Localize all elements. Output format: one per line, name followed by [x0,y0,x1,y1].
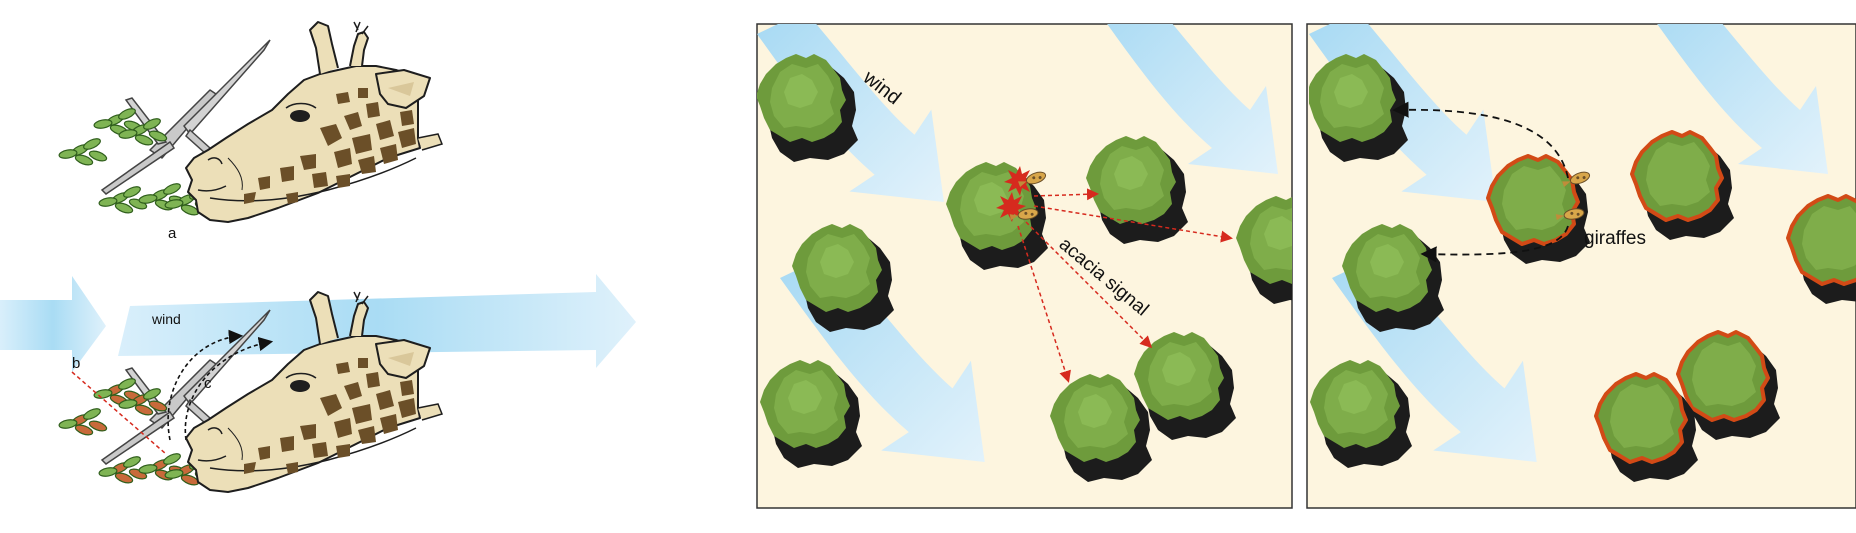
giraffe-illustration-top: a [57,21,443,242]
wind-arrow-long [118,274,636,368]
giraffe-illustration-bottom: wind b c [0,274,636,493]
giraffe-movement-arrows [1392,101,1569,263]
label-a: a [168,225,177,242]
giraffe-head-top [185,21,443,223]
label-giraffes: giraffes [1584,228,1646,249]
volatile-arrow-2 [184,336,274,441]
label-c: c [204,375,212,392]
label-b: b [72,355,80,372]
map-panel-signal: wind ac [756,23,1293,509]
signal-arrows [1017,188,1233,383]
wind-arrow-left [0,276,106,372]
volatile-arrow-1 [167,329,244,441]
map-panel-giraffes: giraffes [1306,23,1856,509]
label-wind-left: wind [151,311,181,327]
